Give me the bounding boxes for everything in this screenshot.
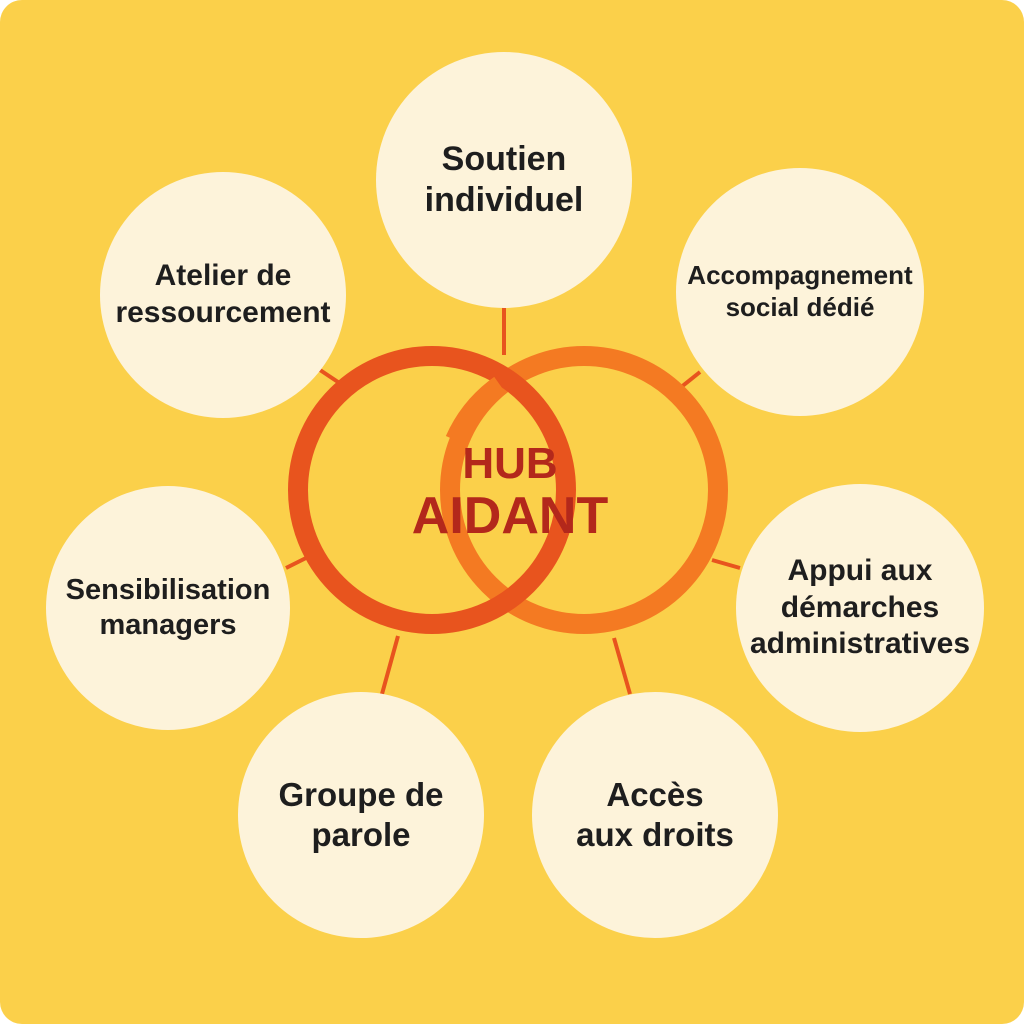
bubble-label: Sensibilisation managers — [65, 573, 271, 641]
hub-title-line2: AIDANT — [411, 487, 609, 546]
connector-appui — [711, 558, 741, 570]
hub-title-line1: HUB — [462, 439, 558, 488]
bubble-appui-demarches: Appui aux démarches administratives — [736, 484, 984, 732]
connector-acces — [612, 637, 632, 695]
hub-title: HUB AIDANT — [380, 439, 640, 546]
connector-accompagnement — [678, 370, 702, 390]
bubble-atelier-ressourcement: Atelier de ressourcement — [100, 172, 346, 418]
bubble-soutien-individuel: Soutien individuel — [376, 52, 632, 308]
bubble-label: Accès aux droits — [576, 775, 734, 853]
connector-groupe — [380, 635, 400, 695]
bubble-label: Accompagnement social dédié — [687, 260, 913, 322]
ring-left — [288, 346, 576, 634]
bubble-label: Groupe de parole — [278, 775, 444, 853]
bubble-label: Atelier de ressourcement — [115, 259, 331, 329]
bubble-acces-droits: Accès aux droits — [532, 692, 778, 938]
connector-atelier — [318, 368, 340, 384]
ring-right-overlap — [445, 376, 506, 445]
bubble-accompagnement-social: Accompagnement social dédié — [676, 168, 924, 416]
bubble-label: Soutien individuel — [424, 139, 584, 219]
bubble-groupe-parole: Groupe de parole — [238, 692, 484, 938]
ring-right — [440, 346, 728, 634]
bubble-label: Appui aux démarches administratives — [749, 554, 971, 661]
connector-sensibilisation — [285, 556, 307, 570]
bubble-sensibilisation-managers: Sensibilisation managers — [46, 486, 290, 730]
